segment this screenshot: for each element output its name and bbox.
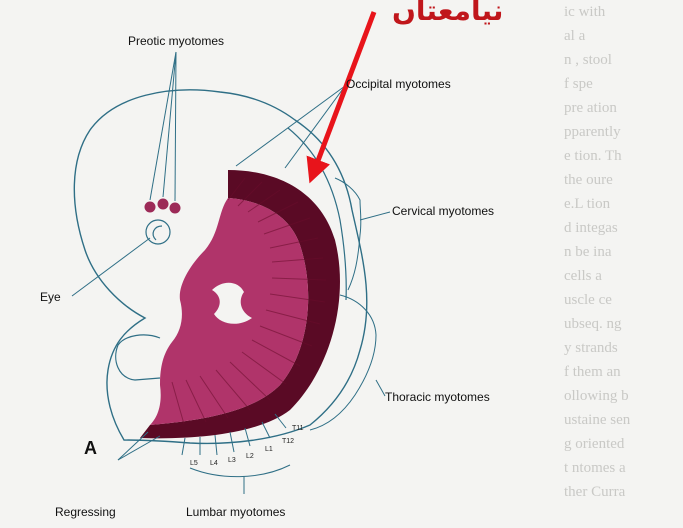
- segment-label: L2: [246, 453, 254, 460]
- preotic-somite-2: [158, 199, 169, 210]
- label-occipital: Occipital myotomes: [346, 77, 451, 91]
- segment-label: T11: [292, 425, 304, 432]
- label-panel: A: [84, 438, 97, 459]
- preotic-somite-3: [170, 203, 181, 214]
- eye-inner: [153, 226, 162, 240]
- segment-label: L4: [210, 460, 218, 467]
- limb-bud: [116, 335, 160, 380]
- red-arrow: [313, 12, 374, 174]
- segment-label: L3: [228, 457, 236, 464]
- label-cervical: Cervical myotomes: [392, 204, 494, 218]
- overlay-arabic-text: نیامعتاں: [392, 0, 503, 27]
- label-thoracic: Thoracic myotomes: [385, 390, 490, 404]
- label-eye: Eye: [40, 290, 61, 304]
- preotic-somite-1: [145, 202, 156, 213]
- eye-shape: [146, 220, 170, 244]
- segment-label: T12: [282, 438, 294, 445]
- segment-label: L1: [265, 446, 273, 453]
- label-lumbar: Lumbar myotomes: [186, 505, 285, 519]
- label-regressing: Regressing: [55, 505, 116, 519]
- label-preotic: Preotic myotomes: [128, 34, 224, 48]
- segment-label: L5: [190, 460, 198, 467]
